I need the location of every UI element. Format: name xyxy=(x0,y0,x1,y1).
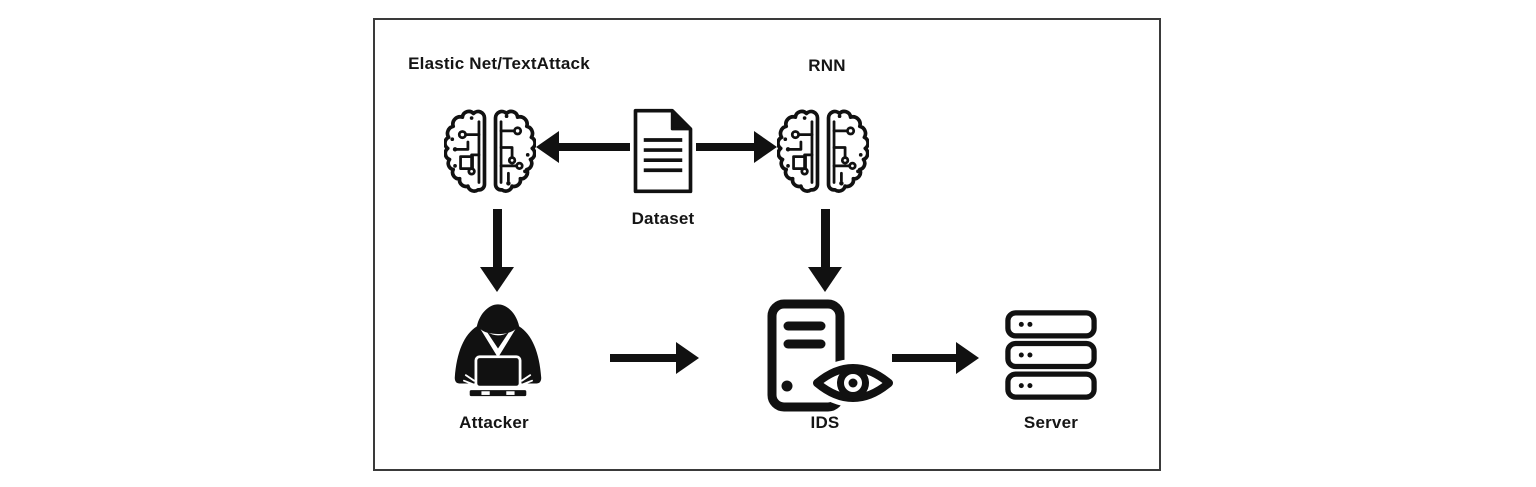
document-icon xyxy=(630,105,696,197)
ids-label: IDS xyxy=(810,413,840,432)
arrow-ids-to-server xyxy=(892,342,979,374)
diagram-frame: Elastic Net/TextAttack RNN xyxy=(373,18,1161,471)
arrow-attack-model-to-attacker xyxy=(480,209,514,292)
dataset-label: Dataset xyxy=(631,209,695,228)
server-label: Server xyxy=(1023,413,1079,432)
arrow-dataset-to-rnn xyxy=(696,131,777,163)
ai-brain-circuit-icon xyxy=(777,106,869,200)
computer-tower-eye-icon xyxy=(765,298,893,412)
arrow-rnn-to-ids xyxy=(808,209,842,292)
rnn-model-label: RNN xyxy=(808,56,846,75)
arrow-dataset-to-attack-model xyxy=(536,131,630,163)
attack-model-label: Elastic Net/TextAttack xyxy=(408,54,590,73)
arrow-attacker-to-ids xyxy=(610,342,699,374)
hooded-hacker-laptop-icon xyxy=(452,301,544,407)
ai-brain-circuit-icon xyxy=(444,106,536,200)
server-rack-icon xyxy=(1005,310,1097,400)
attacker-label: Attacker xyxy=(459,413,529,432)
